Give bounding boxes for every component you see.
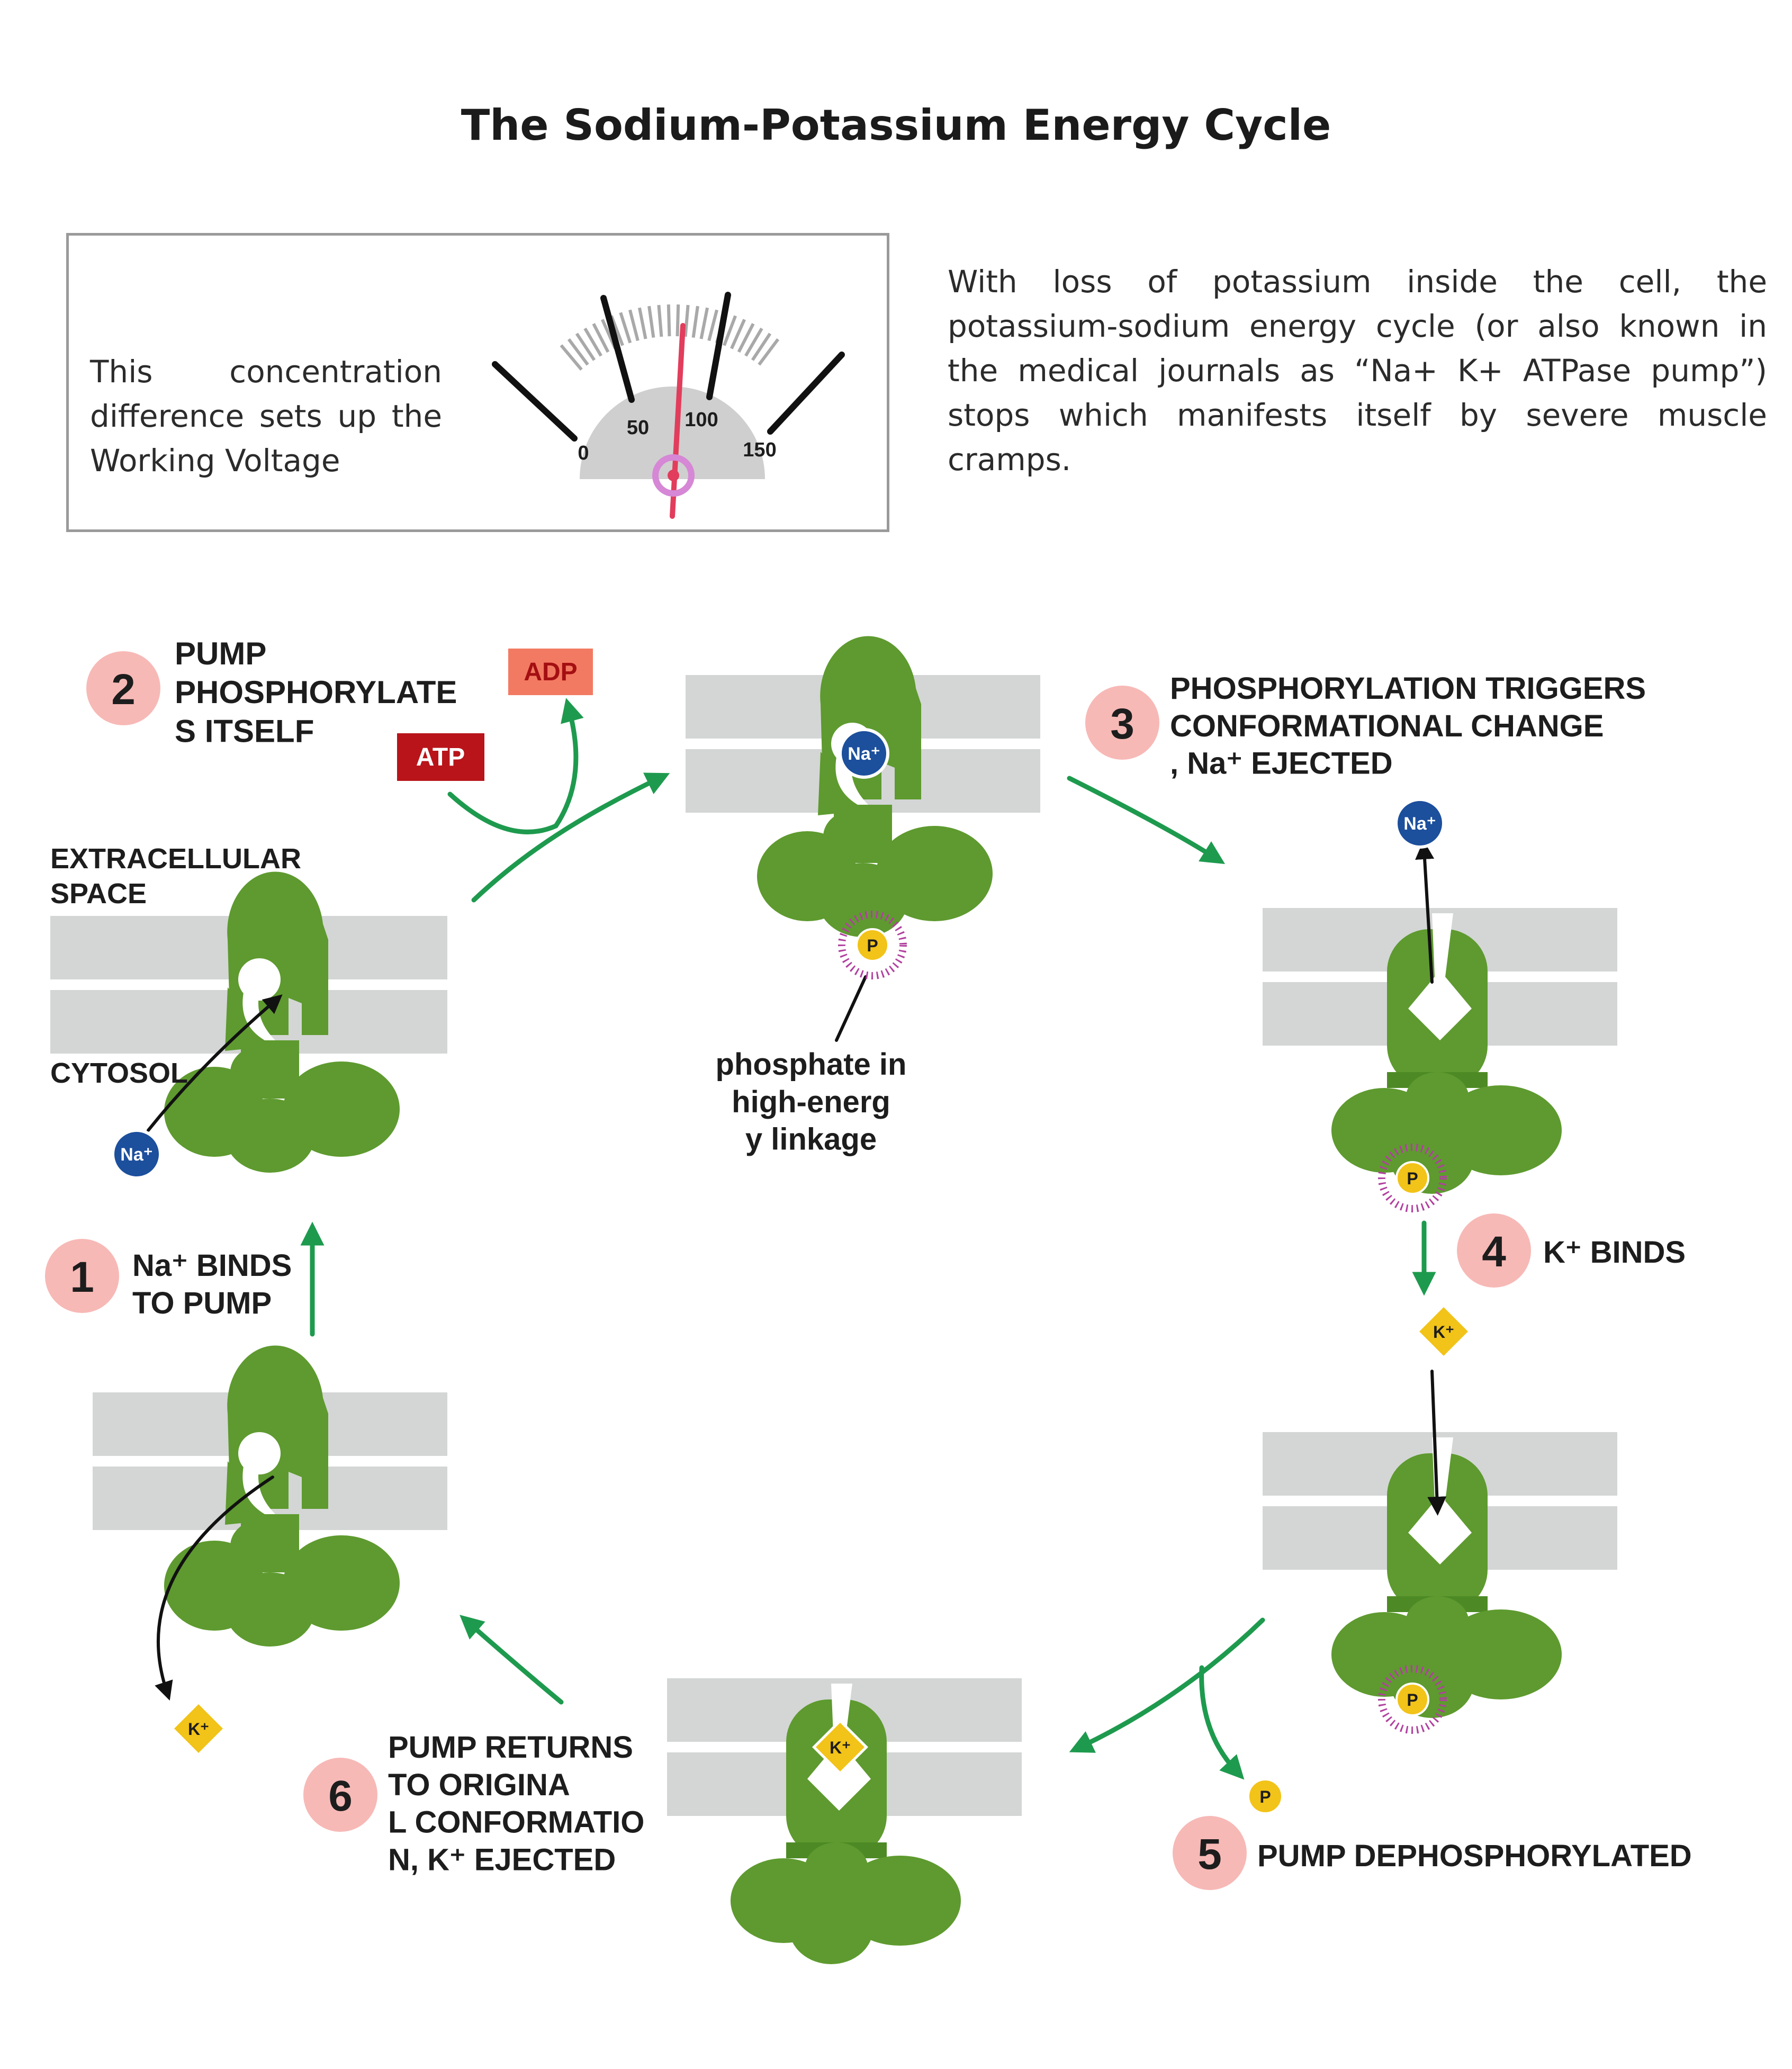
gauge-label-150: 150 <box>743 439 776 461</box>
gauge-minor-tick <box>560 344 583 371</box>
gauge-minor-tick <box>575 332 596 361</box>
phosphate-released: P <box>1259 1787 1271 1806</box>
gauge-minor-tick <box>619 312 632 344</box>
gauge-pivot-ring <box>652 454 695 497</box>
step-6-number: 6 <box>328 1772 353 1820</box>
annotation-pointer <box>835 975 867 1042</box>
gauge-minor-tick <box>610 315 624 346</box>
atp-label: ATP <box>416 743 465 771</box>
gauge-minor-tick <box>723 315 737 346</box>
ion-arrows <box>147 840 1447 1701</box>
gauge-ticks <box>560 304 780 371</box>
potassium-ion-2: K⁺ <box>830 1738 851 1757</box>
step-5-number: 5 <box>1197 1830 1222 1878</box>
gauge-pivot <box>668 470 679 481</box>
potassium-ion-3: K⁺ <box>188 1720 209 1739</box>
gauge-minor-tick <box>628 309 640 341</box>
gauge-minor-tick <box>744 327 763 357</box>
gauge-minor-tick <box>657 304 663 337</box>
sodium-exit-arrow <box>1415 840 1435 984</box>
step-1-number: 1 <box>70 1253 94 1301</box>
step-4-label: K⁺ BINDS <box>1543 1235 1686 1270</box>
cycle-arrows <box>300 698 1436 1780</box>
cytosol-label: CYTOSOL <box>50 1057 188 1089</box>
voltage-gauge: 0 50 100 150 <box>492 292 845 519</box>
arrow-5-to-6 <box>1069 1617 1265 1753</box>
potassium-exit-arrow <box>155 1476 274 1701</box>
phosphate-2: P <box>1407 1169 1418 1188</box>
gauge-minor-tick <box>592 323 610 353</box>
step-badges: 2 1 3 4 5 6 <box>45 651 1531 1890</box>
voltage-caption: This concentration difference sets up th… <box>90 354 442 479</box>
potassium-entry-arrow <box>1427 1370 1447 1516</box>
phosphate-release-arrow <box>1199 1665 1245 1780</box>
adp-label: ADP <box>524 658 577 686</box>
gauge-label-50: 50 <box>627 417 649 439</box>
gauge-minor-tick <box>737 323 755 353</box>
gauge-label-100: 100 <box>685 409 718 431</box>
adp-out-arrow <box>553 698 584 829</box>
arrow-3-to-4 <box>1067 776 1226 865</box>
sodium-ion-3: Na⁺ <box>1403 814 1436 834</box>
gauge-major-tick-0 <box>492 361 578 442</box>
step-2-number: 2 <box>111 665 136 714</box>
arrow-6-to-1 <box>460 1615 564 1705</box>
sodium-ion-1: Na⁺ <box>120 1145 152 1165</box>
potassium-ion-1: K⁺ <box>1433 1323 1454 1342</box>
gauge-major-tick-50 <box>600 295 635 403</box>
arrow-2-to-3 <box>471 772 670 903</box>
gauge-minor-tick <box>758 338 780 366</box>
molecules: Na⁺ Na⁺ Na⁺ K⁺ K⁺ K⁺ P P P P ATP ADP <box>111 649 1472 1814</box>
gauge-minor-tick <box>707 309 718 341</box>
sodium-entry-arrow <box>147 994 283 1132</box>
gauge-minor-tick <box>667 304 671 337</box>
gauge-major-tick-150 <box>767 352 845 435</box>
gauge-label-0: 0 <box>578 442 589 464</box>
step-4-number: 4 <box>1482 1228 1506 1276</box>
step-5-label: PUMP DEPHOSPHORYLATED <box>1257 1839 1692 1873</box>
gauge-minor-tick <box>699 307 709 339</box>
description-paragraph: With loss of potassium inside the cell, … <box>948 264 1767 478</box>
gauge-minor-tick <box>683 304 690 337</box>
atp-in-arrow <box>447 791 559 834</box>
gauge-needle <box>670 323 686 519</box>
phosphate-1: P <box>867 936 878 955</box>
gauge-dial-base <box>580 386 765 479</box>
voltage-panel <box>66 233 889 532</box>
gauge-minor-tick <box>567 338 589 366</box>
gauge-minor-tick <box>751 332 772 361</box>
gauge-minor-tick <box>647 305 655 338</box>
step-3-number: 3 <box>1110 700 1134 748</box>
gauge-minor-tick <box>691 305 699 338</box>
gauge-minor-tick <box>730 319 746 349</box>
sodium-ion-2: Na⁺ <box>848 744 880 764</box>
gauge-minor-tick <box>637 307 647 339</box>
gauge-minor-tick <box>676 304 680 337</box>
gauge-minor-tick <box>583 327 602 357</box>
gauge-major-tick-100 <box>706 292 731 400</box>
page-title: The Sodium-Potassium Energy Cycle <box>461 101 1331 150</box>
phosphate-3: P <box>1407 1690 1418 1710</box>
